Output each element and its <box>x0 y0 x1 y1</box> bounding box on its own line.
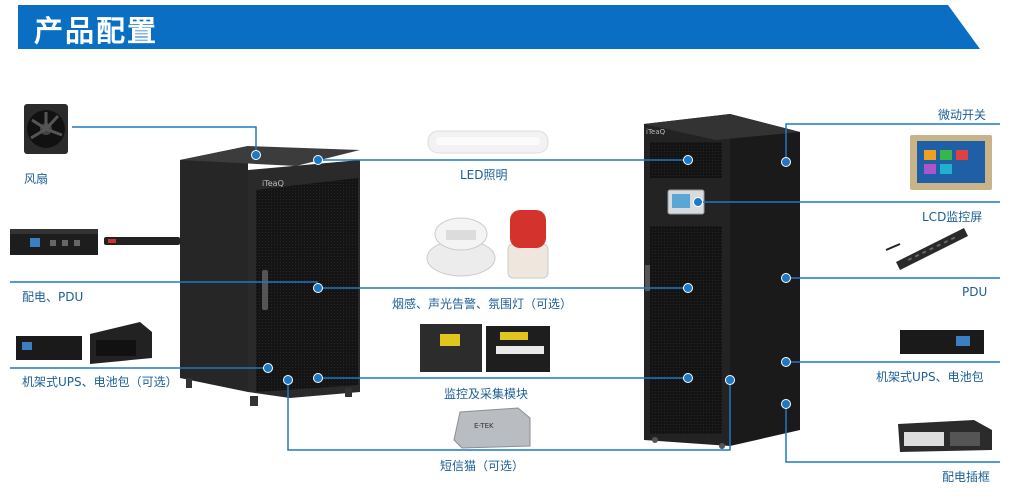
dot-led-left <box>313 155 323 165</box>
left-cabinet-brand: iTeaQ <box>262 179 284 188</box>
line-sms <box>287 380 731 451</box>
smoke-detector-image <box>426 217 496 277</box>
line-fan <box>72 126 257 155</box>
dot-monitor-right <box>683 373 693 383</box>
connector-dots <box>251 150 791 409</box>
label-smoke: 烟感、声光告警、氛围灯（可选） <box>392 297 573 311</box>
line-micro-switch <box>785 123 1000 162</box>
label-pdu-power: 配电、PDU <box>22 290 84 304</box>
connector-lines <box>10 123 1000 463</box>
rack-ups-left-image <box>16 322 152 364</box>
label-fan: 风扇 <box>24 172 49 186</box>
dot-rack-ups-right <box>781 357 791 367</box>
rack-ups-right-image <box>900 330 984 354</box>
line-power-socket-box <box>785 404 1000 463</box>
label-monitor-module: 监控及采集模块 <box>444 387 529 401</box>
dot-sms-right <box>725 375 735 385</box>
label-micro-switch: 微动开关 <box>938 108 987 122</box>
label-rack-ups-left: 机架式UPS、电池包（可选） <box>22 375 178 389</box>
dot-monitor-left <box>313 373 323 383</box>
label-led: LED照明 <box>460 168 508 182</box>
right-cabinet: iTeaQ <box>644 114 800 449</box>
left-cabinet: iTeaQ <box>180 146 360 406</box>
sms-modem-brand: E-TEK <box>474 422 494 430</box>
dot-pdu-power <box>313 283 323 293</box>
header-banner: 产品配置 <box>18 5 980 49</box>
dot-sms-left <box>283 375 293 385</box>
label-pdu: PDU <box>962 285 988 299</box>
dot-power-socket-box <box>781 399 791 409</box>
fan-image <box>24 104 68 154</box>
power-socket-box-image <box>898 420 992 452</box>
pdu-right-image <box>885 228 968 270</box>
led-light-image <box>427 130 549 154</box>
pdu-power-image <box>10 229 180 255</box>
dot-lcd <box>693 197 703 207</box>
page-title: 产品配置 <box>34 14 159 48</box>
dot-smoke-right <box>683 283 693 293</box>
dot-fan <box>251 150 261 160</box>
sound-light-alarm-image <box>507 210 549 279</box>
sms-modem-image: E-TEK <box>453 407 531 449</box>
label-power-socket-box: 配电插框 <box>942 470 991 484</box>
label-rack-ups-right: 机架式UPS、电池包 <box>876 370 984 384</box>
monitor-module-image <box>420 324 550 372</box>
lcd-screen-image <box>910 135 992 190</box>
dot-led-right <box>683 155 693 165</box>
label-sms-cat: 短信猫（可选） <box>440 459 525 473</box>
dot-micro-switch <box>781 157 791 167</box>
dot-rack-ups-left <box>263 363 273 373</box>
label-lcd: LCD监控屏 <box>922 210 983 224</box>
header-banner-shape <box>18 5 980 49</box>
right-cabinet-brand: iTeaQ <box>646 128 666 136</box>
dot-pdu-right <box>781 273 791 283</box>
